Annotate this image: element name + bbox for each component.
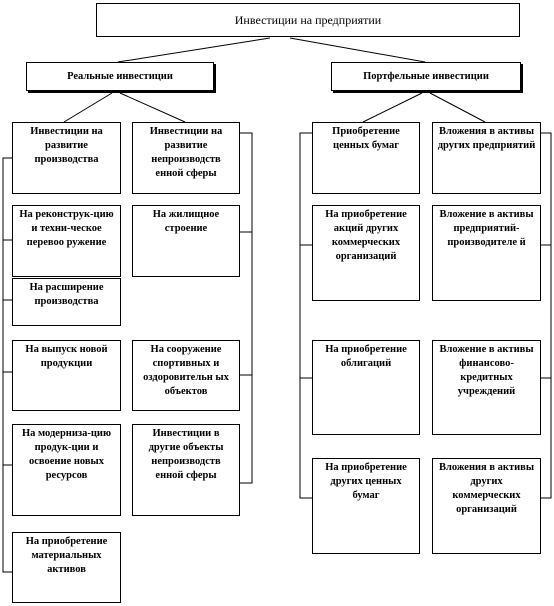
bracket-real-col2 — [240, 132, 253, 484]
node-real-col1-3: На выпуск новой продукции — [12, 340, 121, 411]
node-portfolio-col1-1: На приобретение акций других коммерчески… — [312, 205, 420, 301]
node-real-col1-1: На реконструк-цию и техни-ческое перевоо… — [12, 205, 121, 277]
node-real-col2-2: На сооружение спортивных и оздоровительн… — [132, 340, 240, 411]
connector-portfolio-col2 — [429, 92, 486, 123]
node-portfolio-col2-2: Вложение в активы финансово-кредитных уч… — [432, 340, 541, 435]
bracket-real-col1 — [2, 157, 12, 573]
node-portfolio-col1-3: На приобретение других ценных бумаг — [312, 458, 420, 554]
connector-portfolio-col1 — [362, 92, 423, 123]
node-portfolio-investments: Портфельные инвестиции — [331, 62, 521, 91]
bracket-portfolio-col2 — [541, 132, 552, 499]
node-portfolio-col2-3: Вложения в активы других коммерческих ор… — [432, 458, 541, 554]
node-portfolio-col2-1: Вложение в активы предприятий-производит… — [432, 205, 541, 301]
connector-root-real — [117, 37, 271, 63]
node-real-col1-4: На модерниза-цию продук-ции и освоение н… — [12, 424, 121, 516]
connector-root-portfolio — [289, 37, 426, 63]
node-portfolio-col2-0: Вложения в активы других предприятий — [432, 122, 541, 194]
node-real-investments: Реальные инвестиции — [26, 62, 214, 91]
connector-real-col1 — [63, 92, 113, 123]
bracket-portfolio-col1 — [299, 132, 312, 499]
node-real-col1-2: На расширение производства — [12, 278, 121, 326]
node-real-col2-3: Инвестиции в другие объекты непроизводст… — [132, 424, 240, 516]
connector-real-col2 — [119, 92, 186, 123]
node-real-col1-0: Инвестиции на развитие производства — [12, 122, 121, 194]
node-root: Инвестиции на предприятии — [96, 3, 520, 37]
node-real-col2-0: Инвестиции на развитие непроизводств енн… — [132, 122, 240, 194]
node-real-col1-5: На приобретение материальных активов — [12, 532, 121, 603]
node-real-col2-1: На жилищное строение — [132, 205, 240, 277]
node-portfolio-col1-0: Приобретение ценных бумаг — [312, 122, 420, 194]
node-portfolio-col1-2: На приобретение облигаций — [312, 340, 420, 435]
